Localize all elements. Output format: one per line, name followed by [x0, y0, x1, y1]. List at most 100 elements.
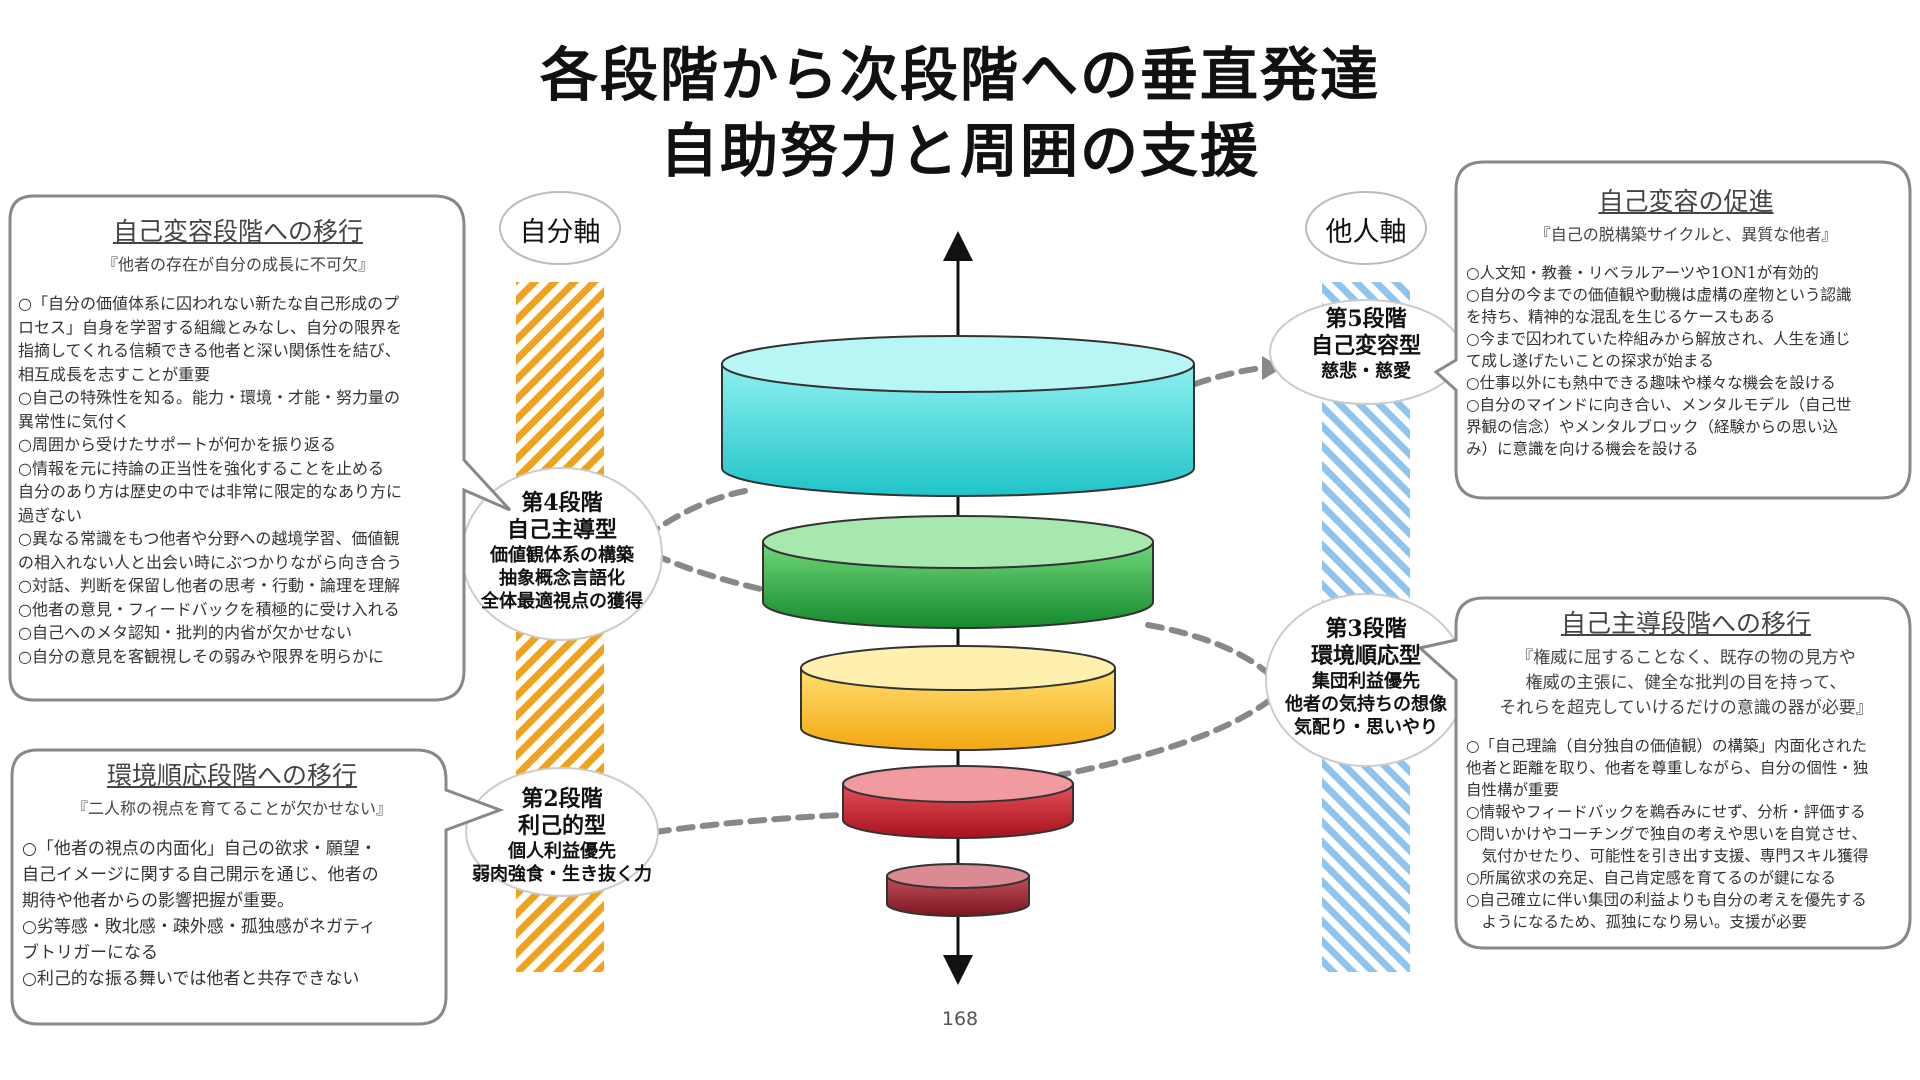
page-number: 168 [941, 1008, 979, 1030]
stage2-line: 個人利益優先 [508, 841, 616, 862]
list-item: ○異なる常識をもつ他者や分野への越境学習、価値観 [18, 529, 400, 548]
list-item: ○問いかけやコーチングで独自の考えや思いを自覚させ、 [1466, 825, 1868, 843]
stage2-label: 第2段階 利己的型 個人利益優先 弱肉強食・生き抜く力 [452, 786, 672, 886]
right-axis-label: 他人軸 [1325, 217, 1407, 248]
box-environment-transition: 環境順応段階への移行 『二人称の視点を育てることが欠かせない』 ○「他者の視点の… [22, 756, 442, 992]
list-item: ○仕事以外にも熱中できる趣味や様々な機会を設ける [1466, 374, 1836, 392]
box-quote: 『自己の脱構築サイクルと、異質な他者』 [1534, 225, 1838, 244]
box-self-transform-promotion-shape [1433, 160, 1912, 500]
box-heading: 環境順応段階への移行 [106, 761, 357, 790]
connector-stage5 [1192, 365, 1265, 387]
disc-stage2 [842, 765, 1074, 839]
list-item: ○周囲から受けたサポートが何かを振り返る [18, 435, 336, 454]
quote-line: それらを超克していけるだけの意識の器が必要』 [1499, 698, 1873, 718]
box-items: ○「他者の視点の内面化」自己の欲求・願望・ 自己イメージに関する自己開示を通じ、… [22, 836, 442, 992]
stage4-line: 価値観体系の構築 [490, 545, 634, 566]
list-item: ○自己確立に伴い集団の利益よりも自分の考えを優先する [1466, 891, 1867, 909]
box-items: ○人文知・教養・リベラルアーツや1ON1が有効的 ○自分の今までの価値観や動機は… [1466, 262, 1906, 460]
stage4-type: 自己主導型 [506, 517, 617, 543]
list-item: ○「自分の価値体系に囚われない新たな自己形成のプ [18, 294, 400, 313]
left-axis-oval [499, 191, 621, 265]
connector-stage3-upper [1145, 622, 1273, 678]
box-self-transform-transition: 自己変容段階への移行 『他者の存在が自分の成長に不可欠』 ○「自分の価値体系に囚… [18, 212, 458, 668]
right-axis-oval [1305, 191, 1427, 265]
stage3-line: 他者の気持ちの想像 [1285, 694, 1447, 715]
page-title-line1: 各段階から次段階への垂直発達 [539, 41, 1380, 109]
stage5-label: 第5段階 自己変容型 慈悲・慈愛 [1270, 306, 1462, 383]
list-item: 気付かせたり、可能性を引き出す支援、専門スキル獲得 [1466, 847, 1869, 865]
list-item: を持ち、精神的な混乱を生じるケースもある [1466, 308, 1776, 326]
connector-stage4-upper [652, 488, 748, 533]
stage3-type: 環境順応型 [1310, 643, 1421, 669]
box-self-transform-promotion: 自己変容の促進 『自己の脱構築サイクルと、異質な他者』 ○人文知・教養・リベラル… [1466, 182, 1906, 460]
list-item: 指摘してくれる信頼できる他者と深い関係性を結び、 [18, 341, 401, 360]
list-item: 期待や他者からの影響把握が重要。 [22, 891, 294, 911]
box-quote: 『二人称の視点を育てることが欠かせない』 [71, 799, 392, 818]
disc-stage1 [886, 863, 1030, 917]
stage5-name: 第5段階 [1325, 306, 1407, 332]
list-item: み）に意識を向ける機会を設ける [1466, 440, 1699, 458]
quote-line: 『権威に屈することなく、既存の物の見方や [1516, 648, 1856, 668]
list-item: ○「他者の視点の内面化」自己の欲求・願望・ [22, 839, 377, 859]
list-item: ○情報やフィードバックを鵜呑みにせず、分析・評価する [1466, 803, 1866, 821]
box-quote: 『権威に屈することなく、既存の物の見方や 権威の主張に、健全な批判の目を持って、… [1466, 646, 1906, 721]
stage3-label: 第3段階 環境順応型 集団利益優先 他者の気持ちの想像 気配り・思いやり [1266, 616, 1466, 739]
box-self-directed-transition: 自己主導段階への移行 『権威に屈することなく、既存の物の見方や 権威の主張に、健… [1466, 604, 1906, 933]
box-environment-transition-shape [10, 748, 505, 1026]
list-item: ○所属欲求の充足、自己肯定感を育てるのが鍵になる [1466, 869, 1837, 887]
stage2-type: 利己的型 [517, 813, 606, 839]
disc-stage5 [721, 335, 1195, 497]
list-item: ○今まで囚われていた枠組みから解放され、人生を通じ [1466, 330, 1851, 348]
connector-stage4-lower [652, 552, 768, 593]
stage4-line: 抽象概念言語化 [499, 568, 625, 589]
list-item: ○人文知・教養・リベラルアーツや1ON1が有効的 [1466, 264, 1819, 282]
list-item: 自己イメージに関する自己開示を通じ、他者の [22, 865, 379, 885]
quote-line: 権威の主張に、健全な批判の目を持って、 [1525, 673, 1847, 693]
stage3-line: 気配り・思いやり [1294, 717, 1438, 738]
stage3-name: 第3段階 [1325, 616, 1407, 642]
stage4-name: 第4段階 [521, 490, 603, 516]
list-item: ○情報を元に持論の正当性を強化することを止める [18, 458, 384, 478]
list-item: ロセス」自身を学習する組織とみなし、自分の限界を [18, 317, 403, 337]
list-item: ○自己へのメタ認知・批判的内省が欠かせない [18, 623, 352, 642]
list-item: ○自己の特殊性を知る。能力・環境・才能・努力量の [18, 388, 400, 407]
list-item: ○利己的な振る舞いでは他者と共存できない [22, 969, 360, 989]
list-item: 自分のあり方は歴史の中では非常に限定的なあり方に [18, 482, 403, 501]
list-item: ブトリガーになる [22, 943, 158, 963]
stage5-type: 自己変容型 [1310, 333, 1421, 359]
disc-stage4 [762, 515, 1154, 629]
connector-stage2 [652, 812, 845, 835]
list-item: 自性構が重要 [1466, 781, 1560, 799]
list-item: 異常性に気付く [18, 411, 131, 431]
connector-stage5-arrowhead [1262, 356, 1282, 380]
box-heading: 自己変容段階への移行 [112, 217, 363, 246]
box-items: ○「自分の価値体系に囚われない新たな自己形成のプ ロセス」自身を学習する組織とみ… [18, 292, 458, 668]
box-self-transform-transition-shape [8, 194, 512, 702]
list-item: ○他者の意見・フィードバックを積極的に受け入れる [18, 599, 400, 619]
list-item: ○対話、判断を保留し他者の思考・行動・論理を理解 [18, 576, 400, 595]
list-item: ○「自己理論（自分独自の価値観）の構築」内面化された [1466, 737, 1868, 755]
list-item: ○劣等感・敗北感・疎外感・孤独感がネガティ [22, 917, 376, 937]
list-item: ○自分の今までの価値観や動機は虚構の産物という認識 [1466, 286, 1852, 304]
stage2-name: 第2段階 [521, 786, 603, 812]
box-heading: 自己主導段階への移行 [1560, 609, 1811, 638]
stage2-oval-shape [465, 767, 659, 897]
list-item: ○自分のマインドに向き合い、メンタルモデル（自己世 [1466, 396, 1852, 414]
box-quote: 『他者の存在が自分の成長に不可欠』 [101, 255, 374, 274]
list-item: て成し遂げたいことの探求が始まる [1466, 352, 1714, 370]
list-item: の相入れない人と出会い時にぶつかりながら向き合う [18, 552, 403, 572]
stage4-label: 第4段階 自己主導型 価値観体系の構築 抽象概念言語化 全体最適視点の獲得 [462, 490, 662, 613]
list-item: ○自分の意見を客観視しその弱みや限界を明らかに [18, 646, 384, 666]
box-heading: 自己変容の促進 [1598, 187, 1774, 216]
stage3-line: 集団利益優先 [1312, 671, 1420, 692]
stage5-line: 慈悲・慈愛 [1321, 361, 1411, 382]
list-item: 過ぎない [18, 505, 83, 525]
left-axis-label: 自分軸 [519, 217, 601, 248]
page-title-line2: 自助努力と周囲の支援 [659, 117, 1260, 185]
list-item: 他者と距離を取り、他者を尊重しながら、自分の個性・独 [1466, 759, 1869, 777]
list-item: ようになるため、孤独になり易い。支援が必要 [1466, 913, 1808, 931]
disc-stage3 [800, 645, 1116, 751]
box-self-directed-transition-shape [1416, 596, 1912, 950]
stage4-line: 全体最適視点の獲得 [481, 591, 643, 612]
